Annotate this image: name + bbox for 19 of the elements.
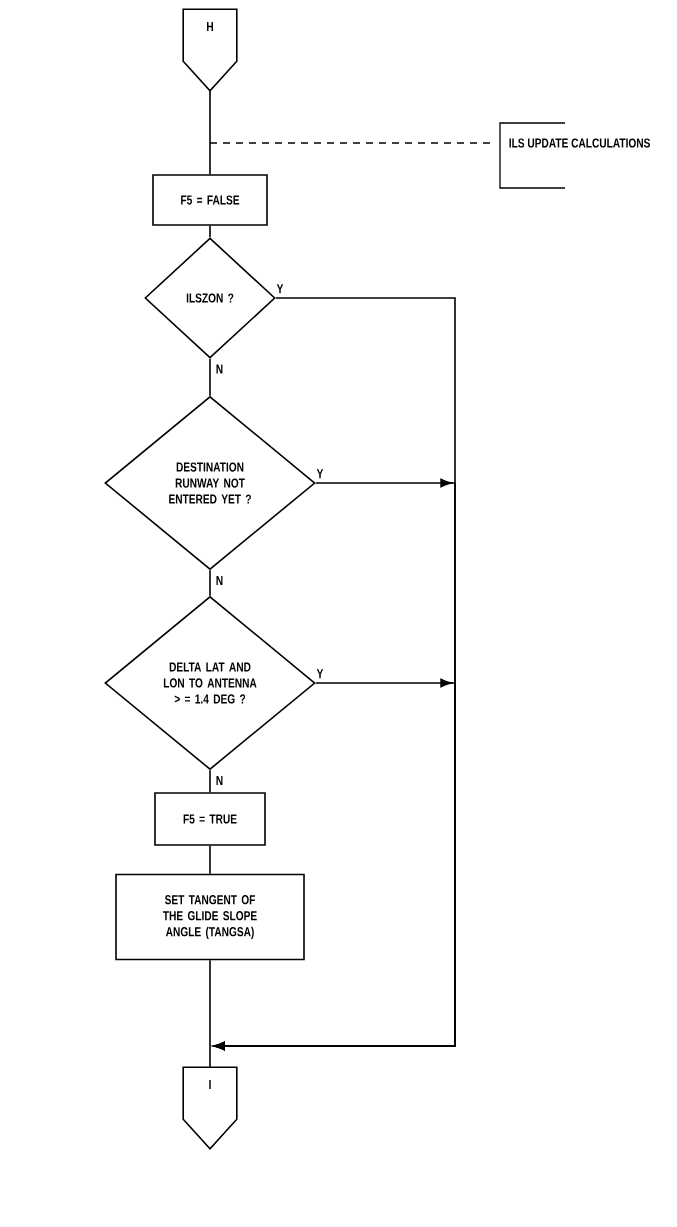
leader-line [209,142,493,144]
annotation-bracket: ILS UPDATE CALCULATIONS [499,122,650,189]
edge-label: N [213,574,226,588]
connector-line [209,358,211,397]
connector-line [209,845,211,875]
process-box: SET TANGENT OF THE GLIDE SLOPE ANGLE (TANGSA) [115,873,305,961]
edge-label: Y [314,467,326,481]
process-box: F5 = TRUE [154,792,266,846]
connector-line [209,90,211,175]
connector-line [209,959,211,1068]
edge-label: N [213,774,226,788]
edge-label: Y [274,282,286,296]
process-box: F5 = FALSE [152,174,268,226]
arrow [213,678,456,1051]
edge-label: Y [314,667,326,681]
connector-line [209,769,211,793]
connector-line [209,569,211,597]
connector-line [209,225,211,238]
edge-label: N [213,362,226,376]
